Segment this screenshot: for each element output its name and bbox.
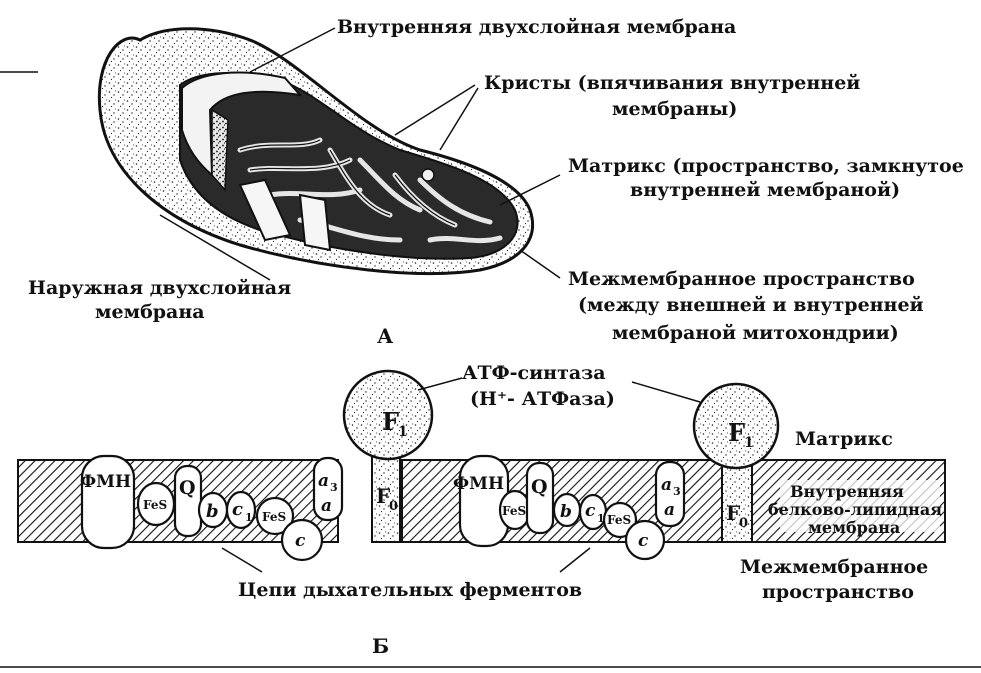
b-label-2: b — [560, 502, 572, 522]
leader-lines-a — [0, 27, 561, 281]
c1-label-1: c — [232, 499, 243, 520]
label-membrane-line1: Внутренняя — [790, 482, 904, 501]
label-inner-membrane: Внутренняя двухслойная мембрана — [337, 16, 736, 38]
f0-sub-1: 0 — [389, 499, 398, 514]
label-intermembrane-line2: (между внешней и внутренней — [578, 294, 924, 316]
a3-sub-1: 3 — [330, 481, 338, 494]
label-intermembrane-line1: Межмембранное пространство — [568, 268, 915, 290]
label-membrane-line2: белково-липидная — [768, 500, 942, 519]
atp-synthase-1: F 1 F 0 — [342, 369, 434, 543]
label-intermembrane-b-line2: пространство — [762, 581, 914, 603]
label-intermembrane-b-line1: Межмембранное — [740, 556, 928, 578]
label-matrix-line2: внутренней мембраной) — [630, 179, 900, 201]
f1-label-2: F — [728, 418, 745, 447]
label-matrix-line1: Матрикс (пространство, замкнутое — [568, 155, 964, 177]
f0-label-2: F — [726, 501, 740, 525]
a3-sub-2: 3 — [673, 485, 681, 498]
a3-label-2: a — [661, 475, 672, 495]
fmn-label-1: ФМН — [80, 472, 131, 492]
label-intermembrane-line3: мембраной митохондрии) — [612, 322, 899, 344]
c1-sub-2: 1 — [597, 512, 605, 525]
inner-membrane-wall — [181, 71, 303, 178]
label-atp-synthase-line2: (Н⁺- АТФаза) — [470, 388, 615, 410]
f1-sub-1: 1 — [398, 424, 408, 440]
label-outer-membrane-line1: Наружная двухслойная — [28, 277, 291, 299]
fes-label-2a: FeS — [502, 504, 526, 518]
fes-label-1b: FeS — [262, 510, 286, 524]
label-cristae-line2: мембраны) — [612, 98, 737, 120]
respiratory-chain-1 — [80, 454, 344, 562]
f1-label-1: F — [382, 407, 399, 436]
label-matrix-b: Матрикс — [795, 428, 893, 450]
fes-label-1a: FeS — [143, 498, 167, 512]
f0-label-1: F — [376, 484, 390, 508]
a-label-2: a — [664, 500, 675, 520]
q-label-2: Q — [531, 476, 548, 498]
mitochondrion-illustration — [97, 27, 535, 276]
label-respiratory-chains: Цепи дыхательных ферментов — [238, 579, 582, 601]
panel-label-b: Б — [372, 634, 389, 658]
c-label-1: c — [295, 531, 306, 551]
label-membrane-line3: мембрана — [808, 518, 900, 537]
q-label-1: Q — [179, 477, 196, 499]
label-cristae-line1: Кристы (впячивания внутренней — [484, 72, 860, 94]
a3-label-1: a — [318, 471, 329, 491]
fmn-label-2: ФМН — [453, 474, 504, 494]
f0-sub-2: 0 — [739, 516, 748, 531]
c1-label-2: c — [585, 501, 596, 521]
a-label-1: a — [321, 496, 332, 516]
label-outer-membrane-line2: мембрана — [95, 301, 205, 323]
fes-label-2b: FeS — [607, 513, 631, 527]
f1-sub-2: 1 — [744, 435, 754, 451]
respiratory-chain-2 — [458, 454, 686, 561]
leader-lines-b — [221, 377, 701, 573]
c-label-2: c — [638, 531, 649, 551]
panel-label-a: А — [377, 324, 394, 348]
c1-sub-1: 1 — [245, 511, 253, 524]
b-label-1: b — [206, 501, 219, 522]
membrane-cut-band — [238, 178, 292, 242]
label-atp-synthase-line1: АТФ-синтаза — [462, 362, 606, 384]
atp-synthase-2: F 1 F 0 — [692, 382, 780, 543]
